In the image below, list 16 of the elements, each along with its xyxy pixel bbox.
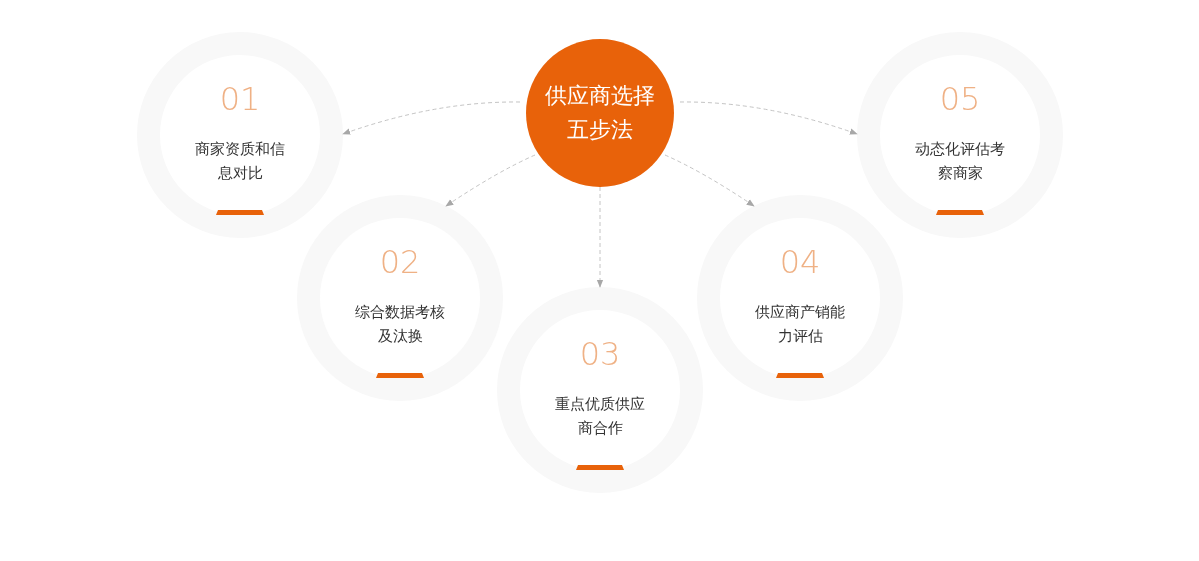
- step-description: 重点优质供应商合作: [554, 394, 646, 439]
- dashed-arrow: [664, 154, 755, 207]
- step-number: 05: [939, 79, 981, 119]
- step-number: 01: [219, 79, 261, 119]
- step-number: 03: [579, 334, 621, 374]
- dashed-arrow: [596, 186, 604, 288]
- dashed-arrow: [445, 154, 536, 207]
- step-number: 02: [379, 242, 421, 282]
- dashed-arrow: [679, 101, 858, 135]
- hub-title: 供应商选择五步法: [544, 82, 656, 144]
- step-description: 商家资质和信息对比: [194, 139, 286, 184]
- step-description: 供应商产销能力评估: [754, 302, 846, 347]
- dashed-arrow: [342, 101, 521, 135]
- step-description: 动态化评估考察商家: [914, 139, 1006, 184]
- step-number: 04: [779, 242, 821, 282]
- step-description: 综合数据考核及汰换: [354, 302, 446, 347]
